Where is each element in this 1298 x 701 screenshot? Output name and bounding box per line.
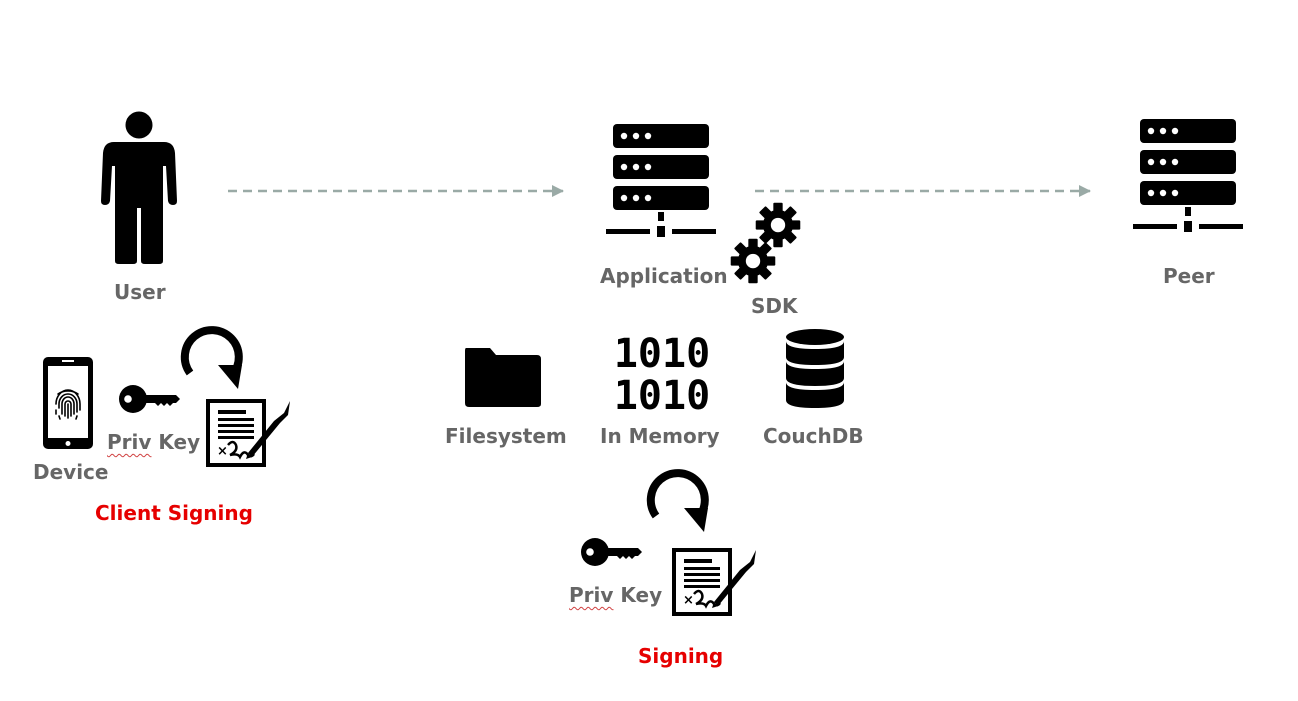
couchdb-label: CouchDB <box>763 424 864 448</box>
application-label: Application <box>600 264 728 288</box>
binary-glyph-line-1: 1010 <box>614 331 710 377</box>
client-key-icon <box>118 384 180 414</box>
peer-server-icon <box>1133 119 1243 234</box>
folder-icon <box>465 348 541 407</box>
signing-caption: Signing <box>638 644 724 668</box>
binary-icon: 1010 1010 <box>614 331 710 419</box>
binary-glyph-line-2: 1010 <box>614 373 710 419</box>
sdk-priv-word: Priv <box>569 583 614 607</box>
smartphone-fingerprint-icon <box>43 357 93 449</box>
application-server-icon <box>606 124 716 239</box>
client-signing-caption: Client Signing <box>95 501 253 525</box>
sdk-signed-document-icon <box>672 546 760 616</box>
in-memory-label: In Memory <box>600 424 720 448</box>
sdk-key-icon <box>580 537 642 567</box>
peer-label: Peer <box>1163 264 1215 288</box>
device-label: Device <box>33 460 109 484</box>
database-icon <box>786 329 844 408</box>
sdk-priv-key-label: Priv Key <box>569 585 662 605</box>
client-signed-document-icon <box>206 397 294 467</box>
gears-icon <box>730 202 801 284</box>
client-refresh-arrow-icon <box>176 325 246 391</box>
filesystem-label: Filesystem <box>445 424 567 448</box>
user-label: User <box>114 280 166 304</box>
sdk-label: SDK <box>751 294 798 318</box>
client-priv-word: Priv <box>107 430 152 454</box>
client-key-word: Key <box>158 430 201 454</box>
person-icon <box>101 111 177 264</box>
sdk-refresh-arrow-icon <box>642 468 712 534</box>
client-priv-key-label: Priv Key <box>107 432 200 452</box>
sdk-key-word: Key <box>620 583 663 607</box>
